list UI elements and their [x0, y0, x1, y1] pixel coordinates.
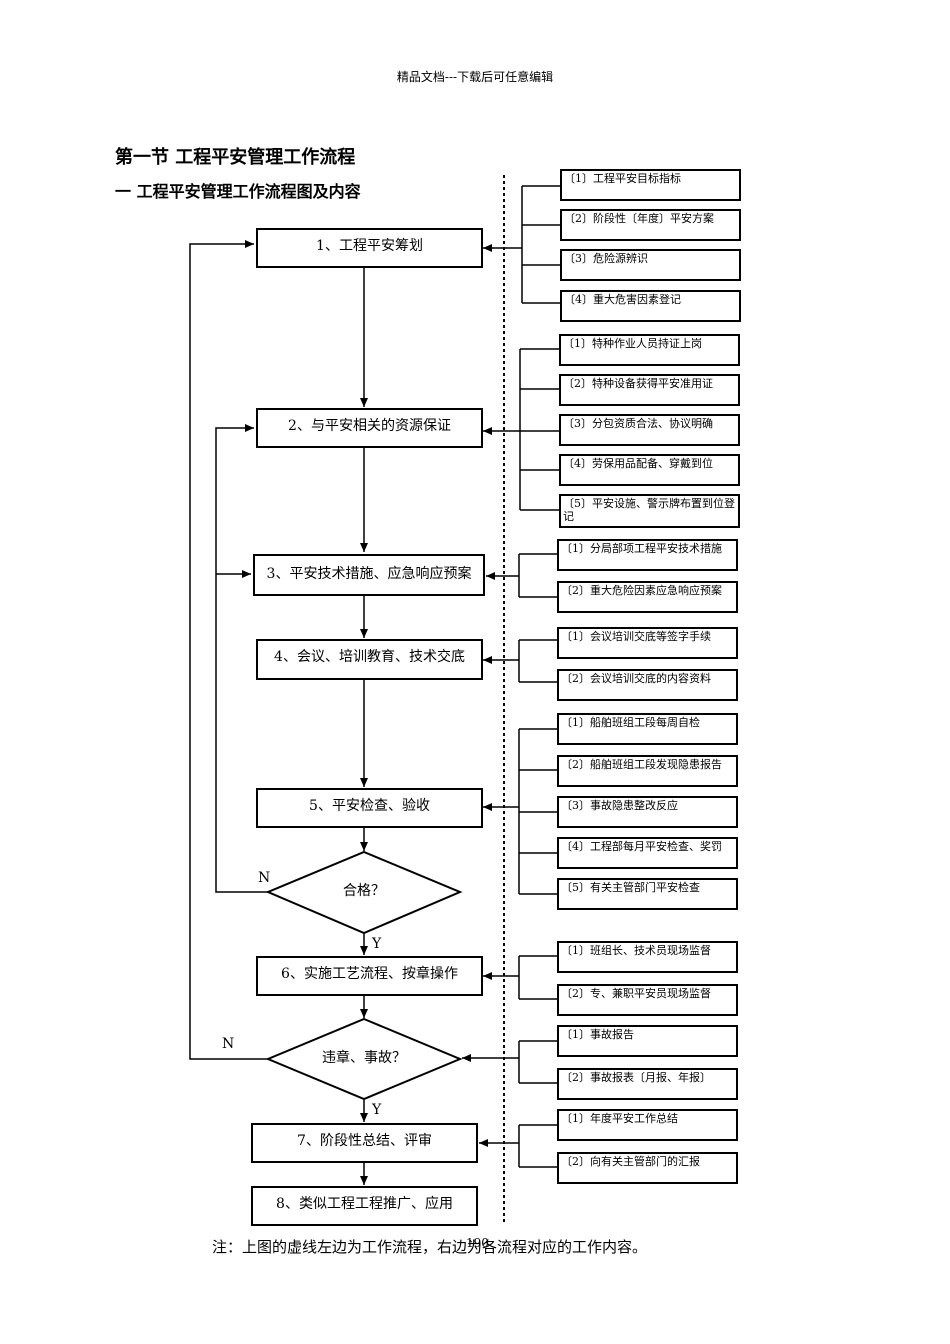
content-box: 〔1〕工程平安目标指标 — [560, 169, 741, 201]
content-box: 〔5〕平安设施、警示牌布置到位登记 — [559, 494, 740, 528]
page-header: 精品文档---下载后可任意编辑 — [396, 70, 554, 84]
page-number: 190 — [466, 1236, 489, 1250]
content-box: 〔2〕会议培训交底的内容资料 — [557, 669, 738, 701]
content-box: 〔2〕特种设备获得平安准用证 — [559, 374, 740, 406]
decision-diamond-qualified — [265, 850, 463, 935]
content-box: 〔2〕向有关主管部门的汇报 — [557, 1152, 738, 1184]
content-box: 〔4〕工程部每月平安检查、奖罚 — [557, 837, 738, 869]
content-box: 〔2〕事故报表〔月报、年报〕 — [557, 1068, 738, 1100]
decision-label-violation: 违章、事故？ — [322, 1050, 406, 1066]
step-box-4: 4、会议、培训教育、技术交底 — [256, 639, 483, 680]
step-box-2: 2、与平安相关的资源保证 — [256, 408, 483, 448]
content-box: 〔3〕分包资质合法、协议明确 — [559, 414, 740, 446]
step-label-4: 4、会议、培训教育、技术交底 — [274, 649, 465, 665]
content-box: 〔1〕特种作业人员持证上岗 — [559, 334, 740, 366]
content-box: 〔3〕事故隐患整改反应 — [557, 796, 738, 828]
step-box-6: 6、实施工艺流程、按章操作 — [256, 956, 483, 996]
content-box: 〔1〕年度平安工作总结 — [557, 1109, 738, 1141]
content-box: 〔3〕危险源辨识 — [560, 249, 741, 281]
step-label-8: 8、类似工程工程推广、应用 — [276, 1196, 453, 1212]
content-box: 〔5〕有关主管部门平安检查 — [557, 878, 738, 910]
content-box: 〔1〕分局部项工程平安技术措施 — [557, 539, 738, 571]
no-label-violation: N — [222, 1036, 235, 1052]
content-box: 〔1〕班组长、技术员现场监督 — [557, 941, 738, 973]
content-box: 〔2〕重大危险因素应急响应预案 — [557, 581, 738, 613]
step-label-2: 2、与平安相关的资源保证 — [288, 418, 451, 434]
content-box: 〔2〕阶段性〔年度〕平安方案 — [560, 209, 741, 241]
no-label-qualified: N — [258, 870, 271, 886]
subsection-title: 一 工程平安管理工作流程图及内容 — [115, 182, 361, 201]
footnote: 注：上图的虚线左边为工作流程，右边为各流程对应的工作内容。 — [212, 1238, 648, 1256]
yes-label-qualified: Y — [372, 936, 382, 952]
content-box: 〔2〕船舶班组工段发现隐患报告 — [557, 755, 738, 787]
content-box: 〔4〕重大危害因素登记 — [560, 290, 741, 322]
step-label-1: 1、工程平安筹划 — [316, 238, 423, 254]
step-label-3: 3、平安技术措施、应急响应预案 — [266, 566, 472, 582]
content-box: 〔1〕事故报告 — [557, 1025, 738, 1057]
step-box-7: 7、阶段性总结、评审 — [251, 1123, 478, 1163]
step-box-3: 3、平安技术措施、应急响应预案 — [253, 554, 485, 596]
decision-label-qualified: 合格？ — [343, 883, 385, 899]
yes-label-violation: Y — [372, 1102, 382, 1118]
step-label-7: 7、阶段性总结、评审 — [297, 1133, 432, 1149]
step-label-6: 6、实施工艺流程、按章操作 — [281, 966, 458, 982]
section-title: 第一节 工程平安管理工作流程 — [115, 147, 356, 168]
decision-diamond-violation — [265, 1017, 463, 1101]
content-box: 〔1〕船舶班组工段每周自检 — [557, 713, 738, 745]
content-box: 〔4〕劳保用品配备、穿戴到位 — [559, 454, 740, 486]
content-box: 〔2〕专、兼职平安员现场监督 — [557, 984, 738, 1016]
content-box: 〔1〕会议培训交底等签字手续 — [557, 627, 738, 659]
step-box-5: 5、平安检查、验收 — [256, 788, 483, 828]
step-label-5: 5、平安检查、验收 — [309, 798, 430, 814]
step-box-8: 8、类似工程工程推广、应用 — [251, 1186, 478, 1226]
step-box-1: 1、工程平安筹划 — [256, 228, 483, 268]
